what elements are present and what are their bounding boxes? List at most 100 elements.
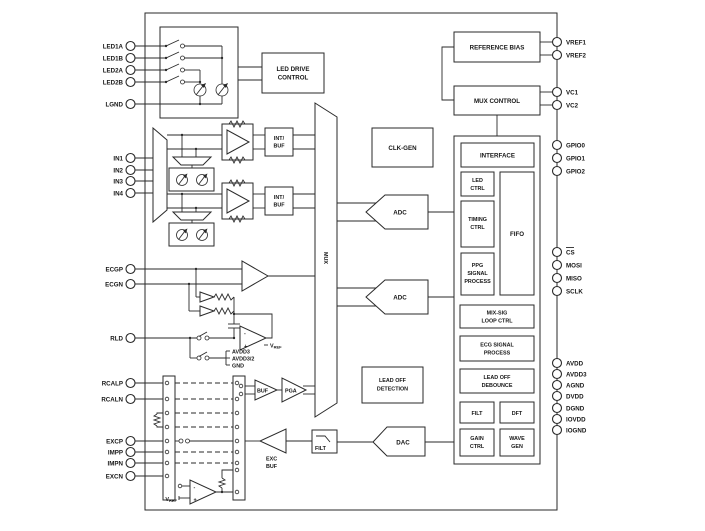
pin-sclk: SCLK — [551, 285, 583, 297]
ppg-channel-1: INT/ BUF — [167, 119, 315, 192]
svg-text:MUX: MUX — [322, 252, 328, 264]
svg-text:IN4: IN4 — [113, 190, 123, 197]
svg-text:LED2B: LED2B — [103, 79, 124, 86]
block-mux-control: MUX CONTROL — [453, 85, 541, 116]
rld-opamp-icon — [239, 325, 268, 351]
pin-in2: IN2 — [113, 164, 136, 176]
svg-text:-: - — [244, 331, 246, 337]
svg-text:DEBOUNCE: DEBOUNCE — [482, 383, 513, 389]
svg-text:CTRL: CTRL — [470, 225, 485, 231]
ecg-amp-icon — [241, 260, 270, 292]
led-switch-matrix — [135, 26, 262, 119]
svg-text:ADC: ADC — [393, 295, 407, 302]
block-lead-off-detection: LEAD OFF DETECTION — [361, 366, 424, 404]
svg-text:BUF: BUF — [273, 144, 285, 150]
left-pins: LED1A LED1B LED2A LED2B LGND IN1 IN2 IN3… — [101, 40, 136, 482]
svg-text:LEAD OFF: LEAD OFF — [484, 375, 512, 381]
svg-text:VREF1: VREF1 — [566, 39, 587, 46]
svg-text:+: + — [244, 344, 247, 350]
svg-text:DETECTION: DETECTION — [377, 387, 408, 393]
svg-text:SCLK: SCLK — [566, 288, 583, 295]
svg-text:LGND: LGND — [105, 101, 123, 108]
pin-dgnd: DGND — [551, 402, 585, 414]
input-mux — [135, 126, 168, 224]
svg-text:RCALN: RCALN — [101, 396, 123, 403]
svg-text:DGND: DGND — [566, 405, 585, 412]
block-fifo: FIFO — [499, 171, 535, 296]
svg-text:LED2A: LED2A — [103, 67, 124, 74]
svg-text:RLD: RLD — [110, 335, 123, 342]
block-mix-sig-loop-ctrl: MIX-SIG LOOP CTRL — [459, 304, 535, 329]
svg-text:EXCP: EXCP — [106, 438, 123, 445]
pin-led1a: LED1A — [103, 40, 136, 52]
avdd3-option: AVDD3 — [232, 350, 250, 356]
central-mux: MUX — [314, 102, 338, 418]
block-ecg-signal-process: ECG SIGNAL PROCESS — [459, 335, 535, 362]
vref-label: VREF — [165, 497, 177, 503]
svg-text:GEN: GEN — [511, 444, 523, 450]
bioz-ref-opamp: - + VREF — [165, 469, 233, 505]
svg-text:BUF: BUF — [257, 389, 269, 395]
pin-rcalp: RCALP — [102, 377, 136, 389]
block-ppg-signal-process: PPG SIGNAL PROCESS — [460, 252, 495, 296]
pin-led1b: LED1B — [103, 52, 136, 64]
pin-rcaln: RCALN — [101, 393, 136, 405]
pin-in3: IN3 — [113, 175, 136, 187]
svg-text:LEAD OFF: LEAD OFF — [379, 378, 407, 384]
block-timing-ctrl: TIMING CTRL — [460, 200, 495, 248]
svg-text:+: + — [194, 498, 197, 504]
pin-gpio1: GPIO1 — [551, 152, 585, 164]
svg-text:MOSI: MOSI — [566, 262, 582, 269]
svg-text:VC1: VC1 — [566, 89, 579, 96]
bioz-buf-pga: BUF PGA — [245, 377, 315, 403]
bioz-switch-matrix — [135, 375, 260, 501]
pin-excp: EXCP — [106, 435, 136, 447]
pin-mosi: MOSI — [551, 259, 582, 271]
vref-label: VREF — [270, 344, 282, 350]
svg-text:DAC: DAC — [396, 440, 410, 447]
svg-text:DVDD: DVDD — [566, 393, 584, 400]
pin-iognd: IOGND — [551, 424, 587, 436]
pin-avdd: AVDD — [551, 357, 584, 369]
svg-text:IN2: IN2 — [113, 167, 123, 174]
svg-text:IN1: IN1 — [113, 155, 123, 162]
svg-text:INT/: INT/ — [274, 136, 285, 142]
svg-text:IMPP: IMPP — [108, 449, 123, 456]
svg-text:WAVE: WAVE — [509, 436, 525, 442]
svg-text:VREF2: VREF2 — [566, 52, 587, 59]
pin-miso: MISO — [551, 272, 582, 284]
pin-ecgp: ECGP — [105, 263, 136, 275]
svg-text:INTERFACE: INTERFACE — [480, 153, 515, 160]
svg-text:INT/: INT/ — [274, 195, 285, 201]
pin-gpio0: GPIO0 — [551, 139, 585, 151]
block-interface: INTERFACE — [460, 142, 535, 168]
block-gain-ctrl: GAIN CTRL — [459, 428, 495, 457]
svg-text:CONTROL: CONTROL — [278, 75, 309, 82]
svg-text:FILT: FILT — [315, 446, 327, 452]
svg-text:LED1B: LED1B — [103, 55, 124, 62]
svg-text:PPG: PPG — [472, 263, 483, 269]
block-wave-gen: WAVE GEN — [499, 428, 535, 457]
svg-text:AVDD3: AVDD3 — [566, 371, 587, 378]
pin-impp: IMPP — [108, 446, 136, 458]
rld-buffer-icon — [199, 305, 216, 317]
led-current-source-icon — [193, 83, 229, 97]
svg-text:IMPN: IMPN — [108, 460, 124, 467]
pin-in1: IN1 — [113, 152, 136, 164]
block-filt-small: FILT — [286, 429, 338, 454]
right-pins: VREF1 VREF2 VC1 VC2 GPIO0 GPIO1 GPIO2 CS… — [551, 36, 587, 436]
svg-text:GPIO1: GPIO1 — [566, 155, 585, 162]
svg-text:IOVDD: IOVDD — [566, 416, 586, 423]
svg-text:LOOP CTRL: LOOP CTRL — [481, 319, 513, 325]
block-adc-1: ADC — [337, 194, 454, 230]
block-filt: FILT — [459, 401, 495, 424]
pin-agnd: AGND — [551, 379, 585, 391]
pin-vref1: VREF1 — [551, 36, 587, 48]
block-dac: DAC — [337, 426, 454, 457]
svg-text:LED DRIVE: LED DRIVE — [276, 66, 309, 73]
pin-excn: EXCN — [106, 470, 136, 482]
svg-text:ADC: ADC — [393, 210, 407, 217]
pin-ecgn: ECGN — [105, 278, 136, 290]
